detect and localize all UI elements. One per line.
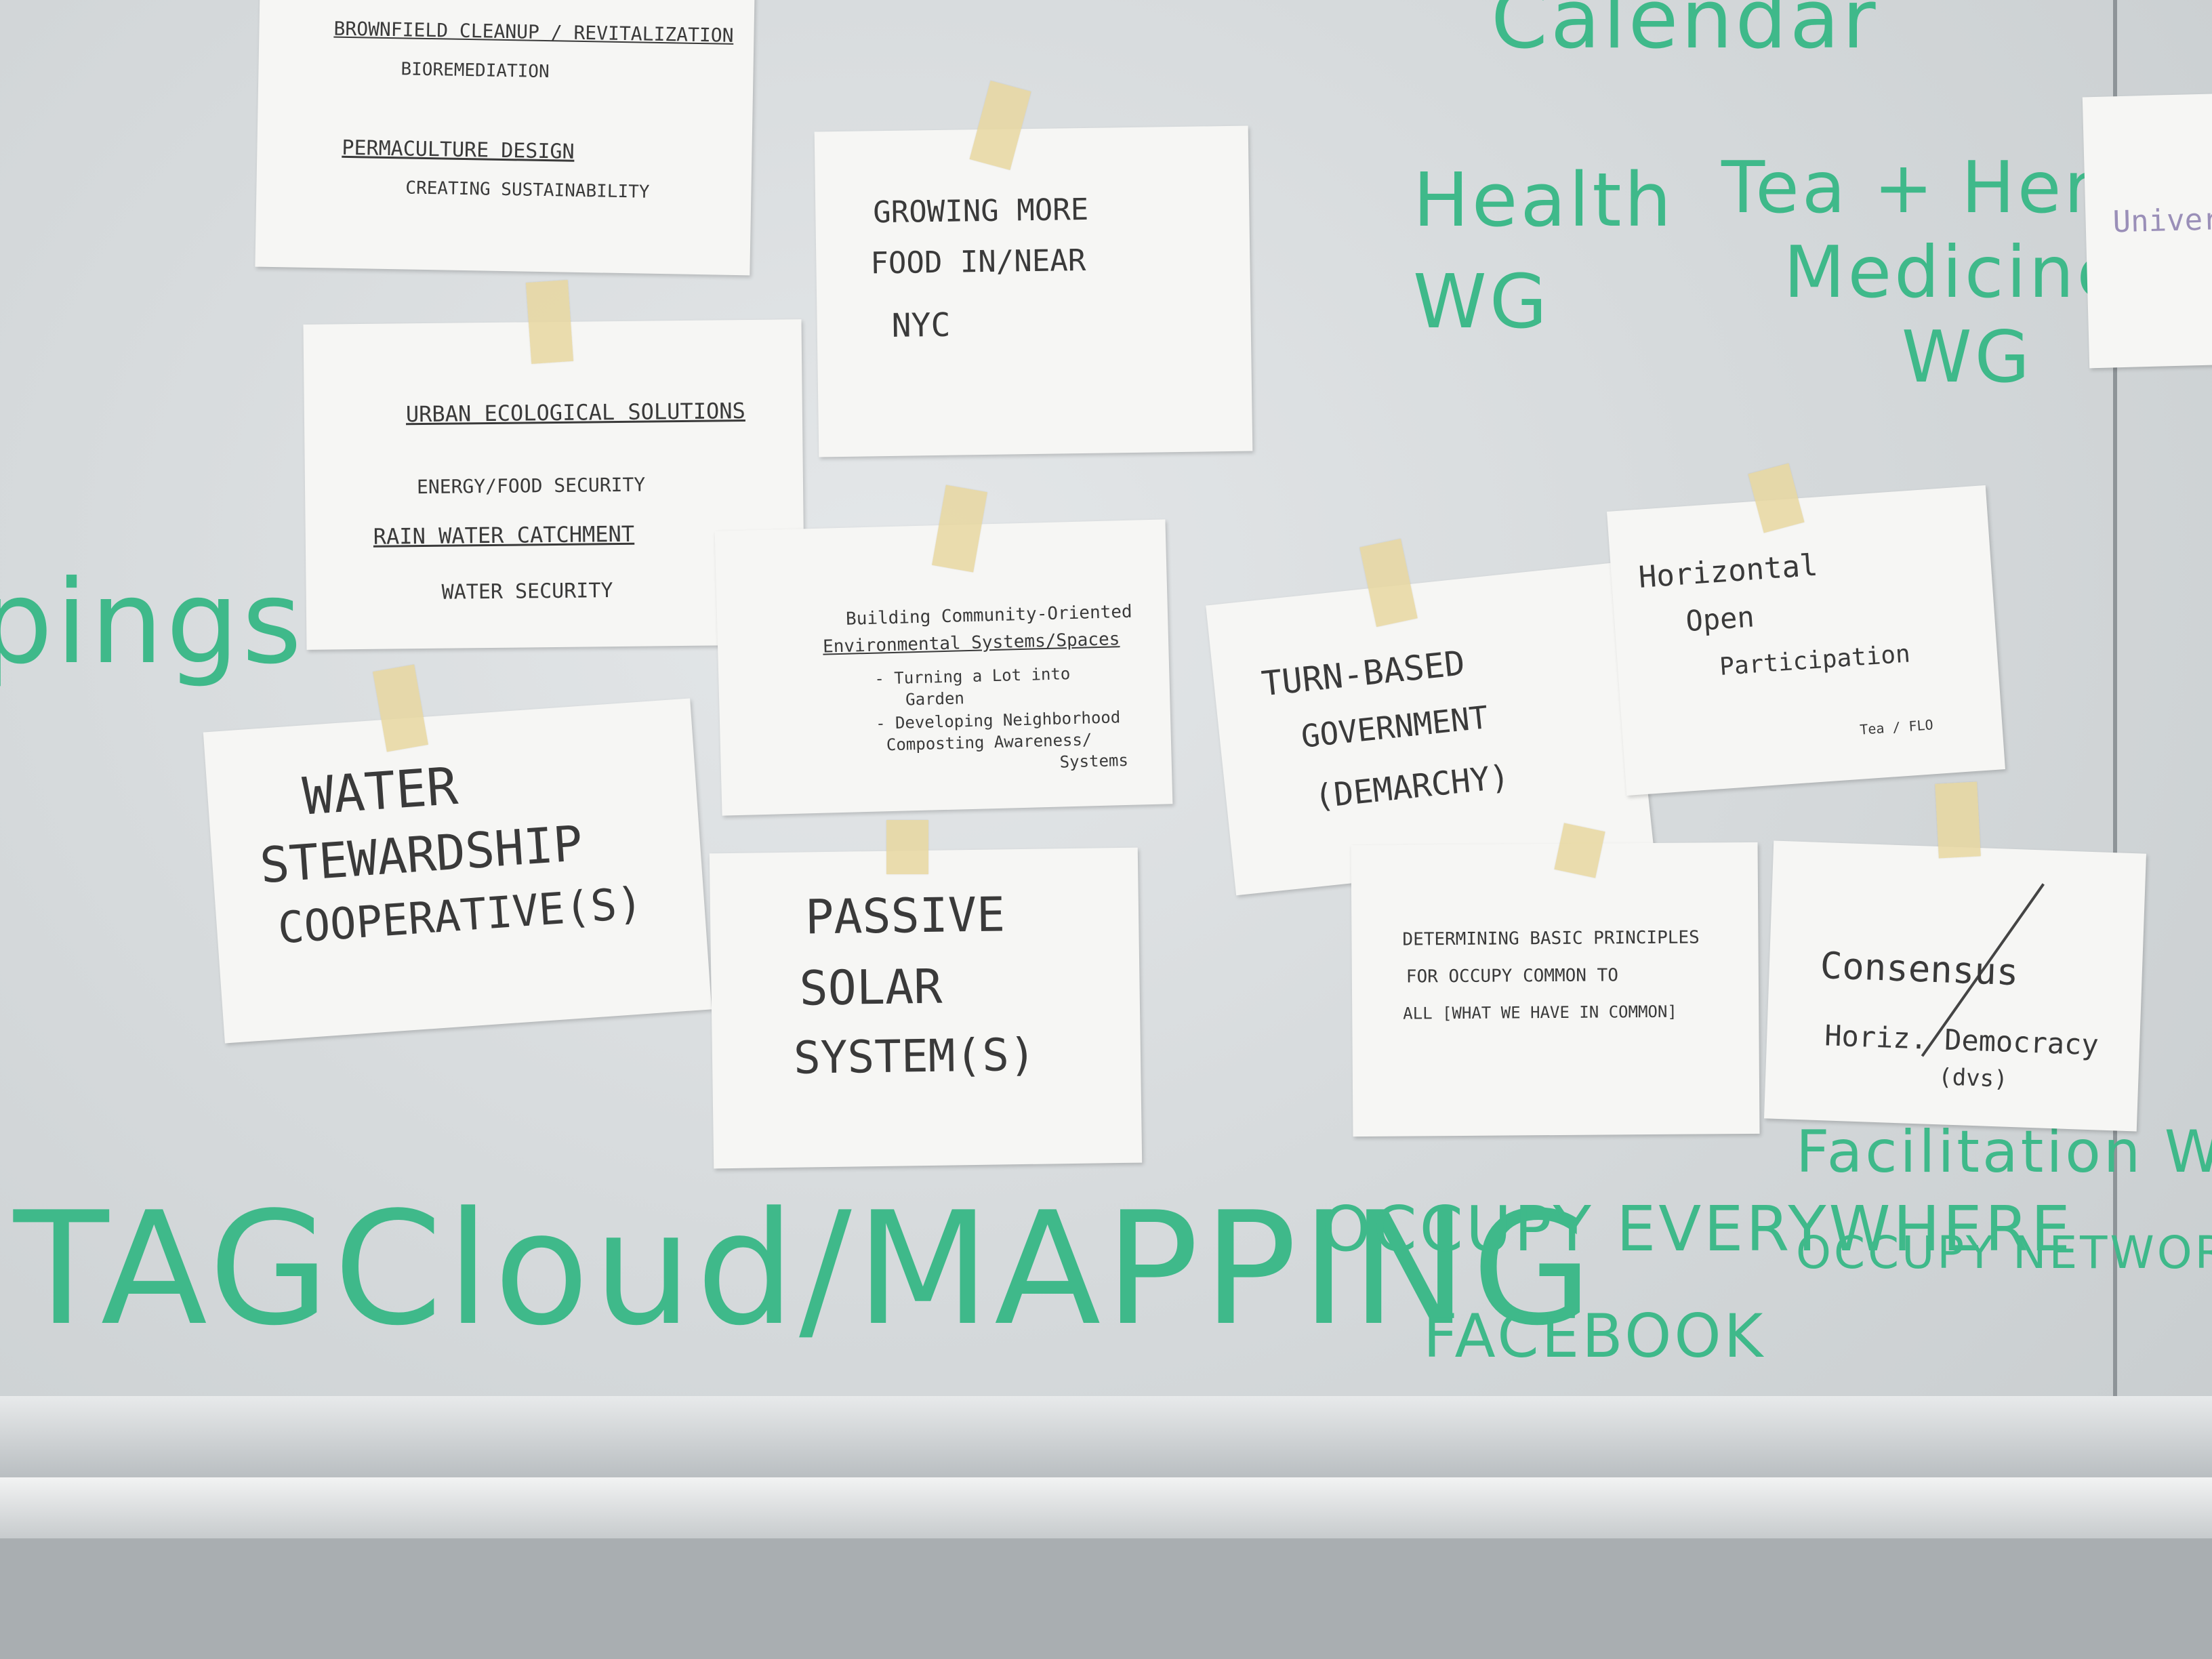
occupy-network-label: OCCUPY NETWORK: [1796, 1227, 2212, 1279]
tape: [1935, 781, 1981, 859]
paper-line: Horizontal: [1637, 548, 1819, 595]
paper-line: (dvs): [1938, 1063, 2009, 1093]
paper-line: PASSIVE: [804, 886, 1006, 945]
paper-line: (DEMARCHY): [1312, 758, 1511, 817]
paper-consensus-democracy: Consensus Horiz. Democracy (dvs): [1764, 840, 2146, 1132]
board-tray: [0, 1396, 2212, 1477]
paper-line: GOVERNMENT: [1299, 699, 1490, 755]
diagonal-slash: [1921, 883, 2045, 1057]
board-frame-vertical: [2113, 0, 2117, 1396]
paper-line: Univers: [2112, 201, 2212, 240]
facebook-label: FACEBOOK: [1423, 1301, 1766, 1371]
paper-line: WATER: [300, 755, 460, 827]
paper-line: ALL [WHAT WE HAVE IN COMMON]: [1403, 1002, 1677, 1023]
paper-line: STEWARDSHIP: [258, 815, 585, 895]
paper-line: SOLAR: [799, 958, 943, 1017]
paper-line: Tea / FLO: [1859, 716, 1934, 738]
paper-edge-partial: Univers: [2082, 92, 2212, 369]
paper-line: PERMACULTURE DESIGN: [342, 136, 575, 164]
tea-herbal-line: Medicine: [1783, 231, 2123, 314]
paper-passive-solar: PASSIVE SOLAR SYSTEM(S): [709, 847, 1143, 1169]
paper-line: Environmental Systems/Spaces: [822, 629, 1120, 657]
paper-water-stewardship: WATER STEWARDSHIP COOPERATIVE(S): [203, 698, 712, 1044]
paper-line: CREATING SUSTAINABILITY: [405, 178, 650, 203]
paper-line: - Turning a Lot into: [874, 664, 1071, 689]
paper-line: NYC: [891, 306, 951, 345]
paper-line: BIOREMEDIATION: [401, 59, 550, 83]
facilitation-wg-label: Facilitation WG: [1796, 1118, 2212, 1186]
paper-line: - Developing Neighborhood: [875, 708, 1121, 733]
board-tray-lip: [0, 1477, 2212, 1538]
paper-line: Building Community-Oriented: [845, 601, 1132, 630]
paper-line: Composting Awareness/: [886, 730, 1092, 755]
paper-growing-food: GROWING MORE FOOD IN/NEAR NYC: [814, 125, 1253, 457]
paper-line: WATER SECURITY: [441, 579, 613, 605]
tape: [525, 279, 574, 365]
tagcloud-mapping-title: TAGCloud/MAPPING: [14, 1179, 1597, 1360]
paper-line: RAIN WATER CATCHMENT: [373, 520, 635, 550]
paper-line: COOPERATIVE(S): [276, 878, 645, 954]
paper-line: DETERMINING BASIC PRINCIPLES: [1402, 927, 1700, 950]
wall-below: [0, 1538, 2212, 1659]
occupy-everywhere-label: OCCUPY EVERYWHERE: [1322, 1193, 2073, 1265]
calendar-heading: Calendar: [1491, 0, 1879, 67]
paper-line: Participation: [1719, 640, 1911, 681]
pings-fragment: pings: [0, 556, 305, 690]
health-wg-label: Health WG: [1413, 149, 1674, 352]
tea-herbal-line: WG: [1901, 316, 2033, 398]
paper-line: URBAN ECOLOGICAL SOLUTIONS: [405, 398, 745, 428]
paper-line: FOOD IN/NEAR: [870, 243, 1086, 281]
paper-line: GROWING MORE: [872, 192, 1089, 230]
paper-line: Open: [1684, 600, 1756, 638]
paper-line: ENERGY/FOOD SECURITY: [416, 473, 646, 499]
health-wg-line: WG: [1413, 258, 1551, 345]
paper-line: SYSTEM(S): [793, 1028, 1037, 1084]
paper-horizontal-participation: Horizontal Open Participation Tea / FLO: [1607, 485, 2005, 796]
paper-line: FOR OCCUPY COMMON TO: [1406, 965, 1619, 987]
paper-line: Systems: [1059, 750, 1129, 772]
health-wg-line: Health: [1413, 157, 1675, 243]
paper-line: TURN-BASED: [1259, 643, 1467, 704]
paper-determining-principles: DETERMINING BASIC PRINCIPLES FOR OCCUPY …: [1351, 842, 1760, 1137]
paper-brownfield: BROWNFIELD CLEANUP / REVITALIZATION BIOR…: [255, 0, 755, 276]
paper-line: Consensus: [1819, 944, 2020, 994]
tape: [886, 820, 928, 874]
paper-line: BROWNFIELD CLEANUP / REVITALIZATION: [333, 17, 734, 47]
paper-line: Garden: [905, 689, 965, 710]
